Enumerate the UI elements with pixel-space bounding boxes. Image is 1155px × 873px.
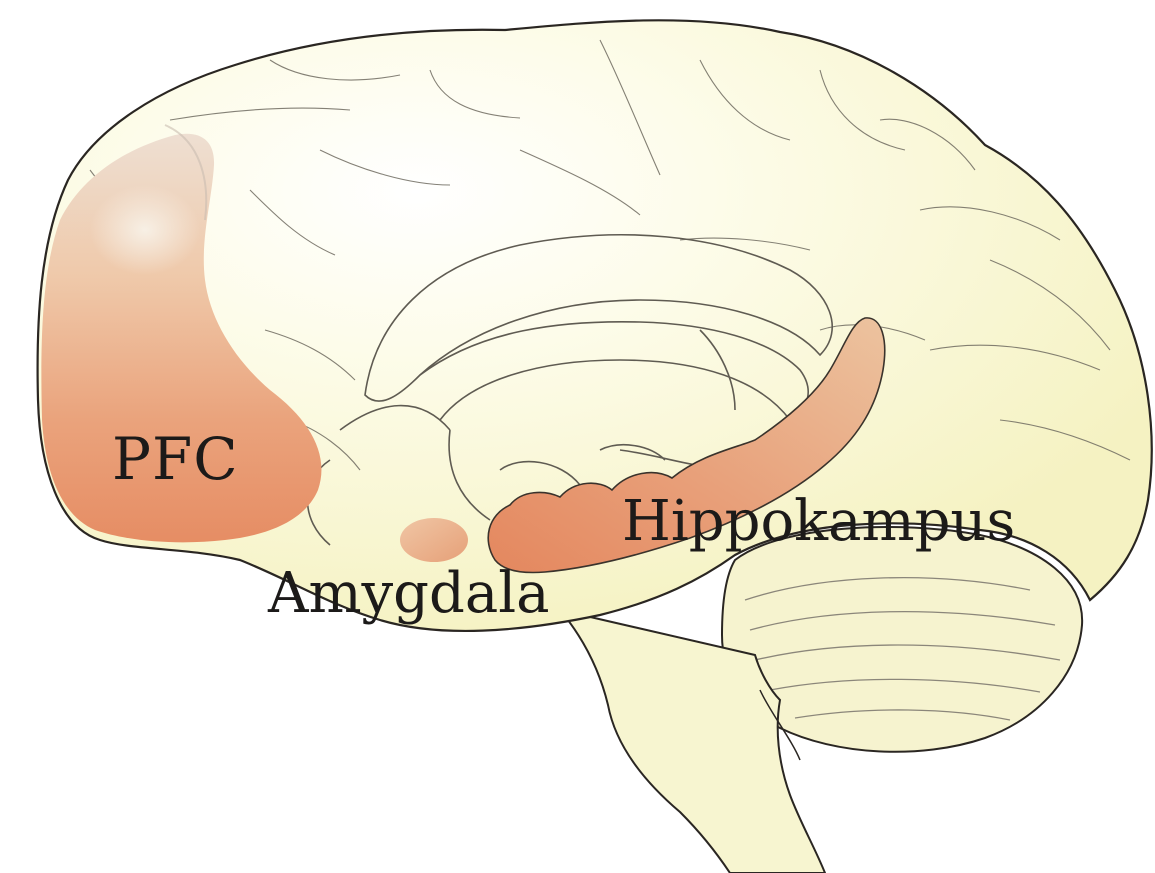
amygdala-label: Amygdala bbox=[267, 561, 550, 626]
hippocampus-label: Hippokampus bbox=[622, 489, 1015, 554]
amygdala-region bbox=[400, 518, 468, 562]
pfc-label: PFC bbox=[112, 425, 239, 493]
